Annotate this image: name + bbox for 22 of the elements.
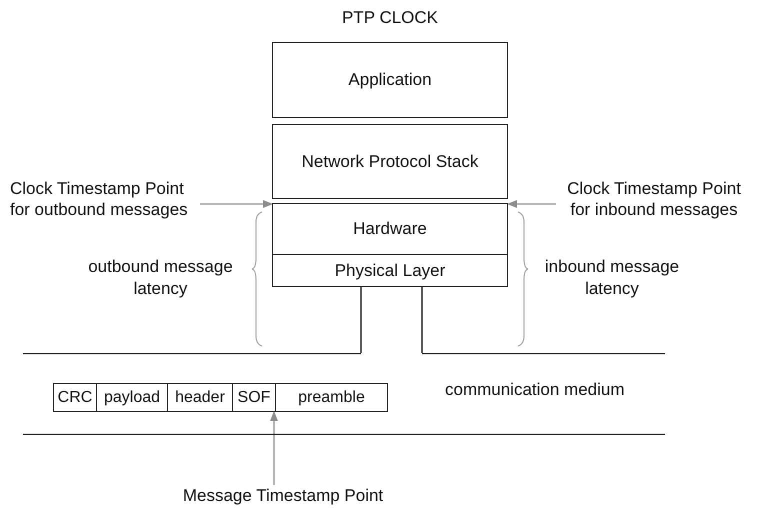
annotation-text: Clock Timestamp Point for outbound messages (10, 178, 200, 220)
arrow (507, 200, 556, 208)
latency-label: inbound message latency (544, 256, 680, 300)
layer-box: Application (272, 42, 508, 118)
latency-label: outbound message latency (87, 256, 234, 300)
frame-field: header (167, 383, 233, 412)
annotation-text: Message Timestamp Point (158, 485, 408, 506)
frame-field: payload (96, 383, 168, 412)
connector-line (360, 287, 362, 353)
medium-label: communication medium (445, 380, 625, 400)
layer-box: Hardware (272, 203, 508, 255)
annotation-text: Clock Timestamp Point for inbound messages (556, 178, 752, 220)
arrow (270, 411, 278, 485)
frame-field: SOF (232, 383, 276, 412)
diagram-title: PTP CLOCK (340, 8, 440, 28)
frame-field: CRC (53, 383, 97, 412)
layer-box: Network Protocol Stack (272, 124, 508, 199)
medium-band (23, 353, 665, 435)
connector-line (421, 287, 423, 353)
layer-box: Physical Layer (272, 254, 508, 287)
frame-field: preamble (275, 383, 388, 412)
arrow (200, 200, 273, 208)
